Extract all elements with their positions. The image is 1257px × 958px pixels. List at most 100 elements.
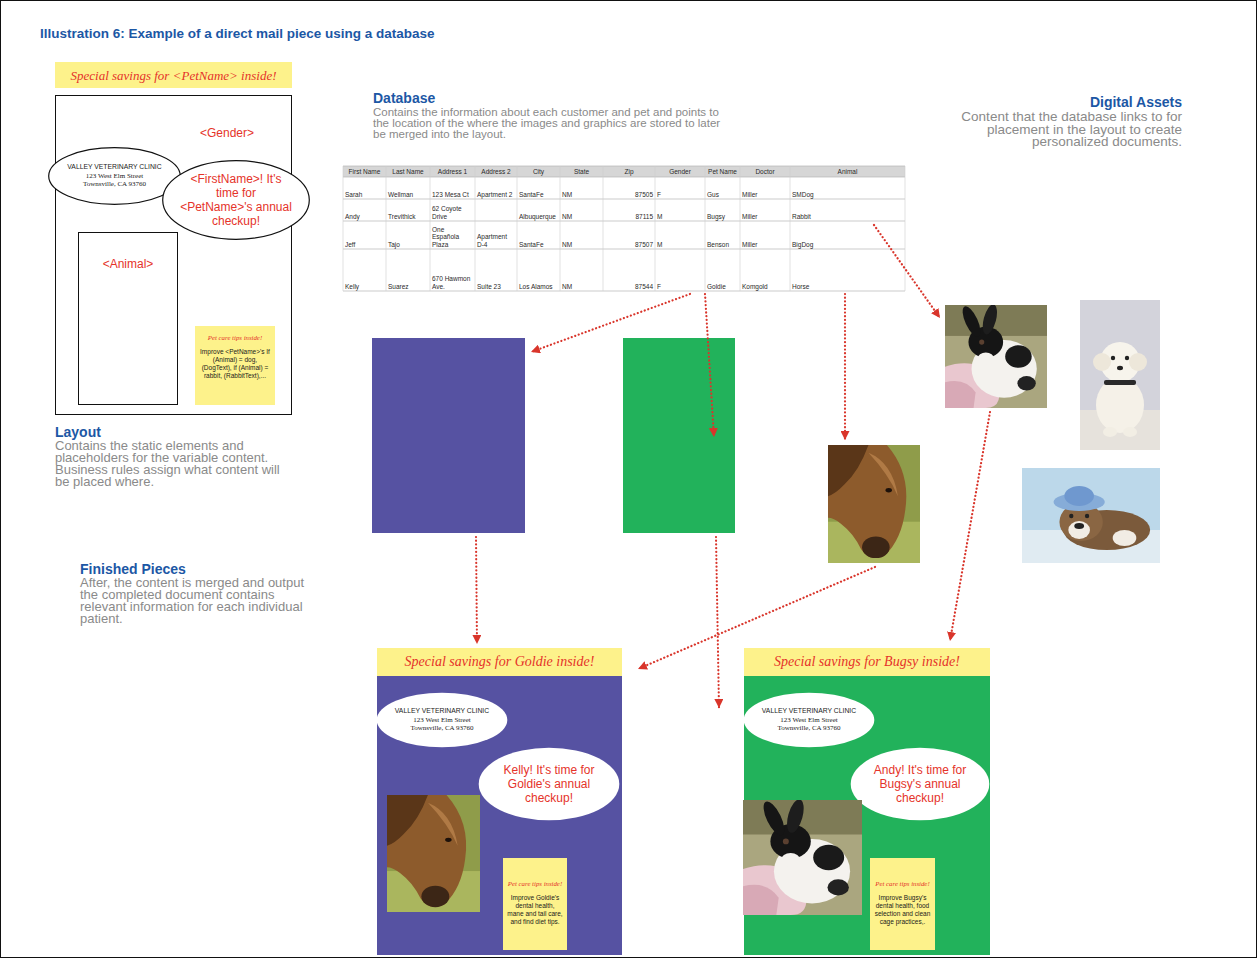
table-header: First Name bbox=[345, 167, 384, 176]
green-background-asset bbox=[623, 338, 735, 533]
layout-template: Special savings for <PetName> inside! <Ge… bbox=[55, 62, 292, 415]
ellipse-shape bbox=[479, 748, 620, 821]
tips-body: Improve Goldie's dental health, mane and… bbox=[507, 894, 563, 926]
text-stack: VALLEY VETERINARY CLINIC123 West Elm Str… bbox=[753, 707, 865, 733]
table-header: Pet Name bbox=[707, 167, 738, 176]
ellipse-shape bbox=[49, 148, 181, 205]
text-area: Kelly! It's time for Goldie's annual che… bbox=[492, 747, 606, 821]
header-band: Special savings for Bugsy inside! bbox=[744, 648, 990, 676]
header-text: Special savings for Goldie inside! bbox=[405, 654, 595, 670]
text-stack: VALLEY VETERINARY CLINIC123 West Elm Str… bbox=[59, 163, 171, 189]
table-cell: Horse bbox=[792, 250, 903, 290]
table-cell: BigDog bbox=[792, 222, 903, 248]
finished-piece: Special savings for Goldie inside! VALLEY… bbox=[377, 648, 622, 955]
tips-heading: Pet care tips inside! bbox=[874, 880, 931, 889]
table-cell: Rabbit bbox=[792, 200, 903, 220]
table-cell: 87507 bbox=[605, 222, 653, 248]
dotted-arrow bbox=[844, 294, 846, 440]
section-heading: Layout bbox=[55, 424, 275, 440]
table-cell: Jeff bbox=[345, 222, 384, 248]
horse-photo bbox=[387, 795, 480, 912]
table-cell: Miller bbox=[742, 178, 788, 198]
table-cell: Apartment D-4 bbox=[477, 222, 515, 248]
image-placeholder: <Animal> bbox=[78, 232, 178, 405]
rabbit-photo bbox=[743, 798, 862, 915]
table-cell: M bbox=[657, 222, 703, 248]
table-cell: F bbox=[657, 178, 703, 198]
table-cell: Suarez bbox=[388, 250, 428, 290]
table-cell: Benson bbox=[707, 222, 738, 248]
dotted-arrow bbox=[531, 294, 690, 352]
ellipse-shape bbox=[851, 748, 990, 821]
table-header: Zip bbox=[605, 167, 653, 176]
text-stack: Pet care tips inside! Improve Goldie's de… bbox=[507, 880, 563, 926]
table-cell: Apartment 2 bbox=[477, 178, 515, 198]
table-cell: Tajo bbox=[388, 222, 428, 248]
table-cell: 123 Mesa Ct bbox=[432, 178, 473, 198]
text-stack: <FirstName>! It's time for <PetName>'s a… bbox=[179, 172, 293, 228]
table-header: Address 1 bbox=[432, 167, 473, 176]
flow-arrows bbox=[476, 225, 990, 708]
table-header: State bbox=[562, 167, 601, 176]
rabbit-photo bbox=[945, 303, 1047, 408]
address-ellipse: VALLEY VETERINARY CLINIC123 West Elm Str… bbox=[376, 692, 508, 748]
text-stack: <Animal> bbox=[83, 257, 173, 271]
tips-heading: Pet care tips inside! bbox=[507, 880, 563, 889]
greeting-text: <FirstName>! It's time for <PetName>'s a… bbox=[179, 172, 293, 228]
horse-photo bbox=[828, 445, 920, 563]
table-cell: Los Alamos bbox=[519, 250, 558, 290]
table-cell: Trevithick bbox=[388, 200, 428, 220]
clinic-name: VALLEY VETERINARY CLINIC bbox=[386, 707, 498, 716]
table-cell: One Española Plaza bbox=[432, 222, 473, 248]
table-cell: NM bbox=[562, 222, 601, 248]
table-cell: Bugsy bbox=[707, 200, 738, 220]
table-header: City bbox=[519, 167, 558, 176]
header-text: Special savings for <PetName> inside! bbox=[70, 68, 276, 83]
table-cell: NM bbox=[562, 178, 601, 198]
table-cell: Miller bbox=[742, 222, 788, 248]
tips-heading: Pet care tips inside! bbox=[199, 334, 271, 343]
table-cell: Gus bbox=[707, 178, 738, 198]
table-cell: Miller bbox=[742, 200, 788, 220]
table-cell: Albuquerque bbox=[519, 200, 558, 220]
table-header: Last Name bbox=[388, 167, 428, 176]
tips-note: Pet care tips inside!Improve Bugsy's den… bbox=[870, 858, 935, 950]
dotted-arrow bbox=[705, 294, 714, 437]
finished-piece: Special savings for Bugsy inside! VALLEY … bbox=[744, 648, 990, 955]
table-cell: Wellman bbox=[388, 178, 428, 198]
field-placeholder: <Gender> bbox=[200, 126, 254, 140]
clinic-name: VALLEY VETERINARY CLINIC bbox=[753, 707, 865, 716]
header-band: Special savings for Goldie inside! bbox=[377, 648, 622, 676]
text-stack: VALLEY VETERINARY CLINIC123 West Elm Str… bbox=[386, 707, 498, 733]
clinic-address: 123 West Elm Street Townsville, CA 93760 bbox=[75, 172, 155, 189]
table-cell: NM bbox=[562, 200, 601, 220]
table-cell: 87115 bbox=[605, 200, 653, 220]
greeting-ellipse: Kelly! It's time for Goldie's annual che… bbox=[478, 747, 620, 821]
greeting-text: Andy! It's time for Bugsy's annual check… bbox=[863, 763, 977, 805]
table-cell: Komgold bbox=[742, 250, 788, 290]
ellipse-shape bbox=[163, 161, 310, 240]
text-area: VALLEY VETERINARY CLINIC123 West Elm Str… bbox=[753, 692, 865, 748]
section-description: Contains the information about each cust… bbox=[373, 107, 721, 140]
table-cell: NM bbox=[562, 250, 601, 290]
section-description: Content that the database links to for p… bbox=[958, 111, 1182, 149]
table-cell: 87505 bbox=[605, 178, 653, 198]
section-heading: Database bbox=[373, 90, 673, 106]
table-cell: SantaFe bbox=[519, 178, 558, 198]
clinic-address: 123 West Elm Street Townsville, CA 93760 bbox=[402, 716, 482, 733]
text-area: Andy! It's time for Bugsy's annual check… bbox=[863, 747, 977, 821]
table-cell: 62 Coyote Drive bbox=[432, 200, 473, 220]
table-cell: 87544 bbox=[605, 250, 653, 290]
text-stack: Kelly! It's time for Goldie's annual che… bbox=[492, 763, 606, 805]
table-cell: Suite 23 bbox=[477, 250, 515, 290]
table-cell: SantaFe bbox=[519, 222, 558, 248]
clinic-name: VALLEY VETERINARY CLINIC bbox=[59, 163, 171, 172]
table-cell: Sarah bbox=[345, 178, 384, 198]
text-stack: Pet care tips inside!Improve Bugsy's den… bbox=[874, 880, 931, 926]
greeting-ellipse: Andy! It's time for Bugsy's annual check… bbox=[850, 747, 990, 821]
clinic-address: 123 West Elm Street Townsville, CA 93760 bbox=[769, 716, 849, 733]
text-area: <FirstName>! It's time for <PetName>'s a… bbox=[179, 160, 293, 240]
text-area: VALLEY VETERINARY CLINIC123 West Elm Str… bbox=[59, 147, 171, 205]
table-cell: F bbox=[657, 250, 703, 290]
